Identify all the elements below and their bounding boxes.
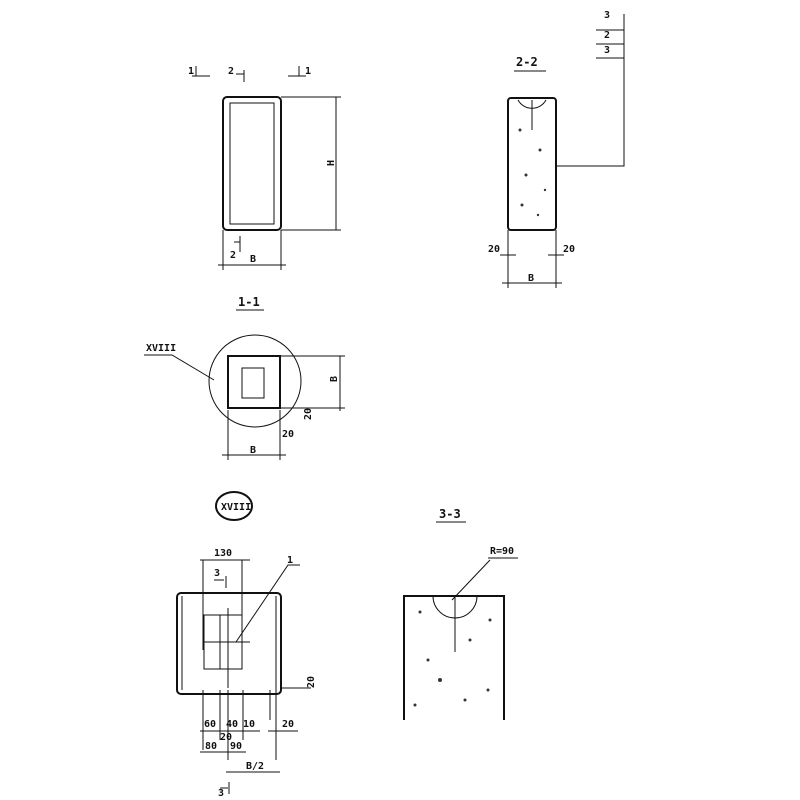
offset-20-a: 20 — [282, 429, 294, 440]
section-mark-1-right: 1 — [305, 66, 311, 77]
width-label-2-2: B — [528, 273, 534, 284]
section-mark-3-top: 3 — [214, 568, 220, 579]
dim-20-right: 20 — [306, 676, 317, 688]
cover-right-20: 20 — [563, 244, 575, 255]
width-label: B — [250, 254, 256, 265]
width-label-1-1: B — [250, 445, 256, 456]
item-1: 1 — [287, 555, 293, 566]
callout-xviii: XVIII — [146, 343, 176, 354]
radius-label: R=90 — [490, 546, 514, 557]
section-mark-2-bottom: 2 — [230, 250, 236, 261]
offset-20-b: 20 — [303, 408, 314, 420]
section-2-2-title: 2-2 — [516, 55, 538, 69]
section-1-1-title: 1-1 — [238, 295, 260, 309]
dim-130: 130 — [214, 548, 232, 559]
dim-80: 80 — [205, 741, 217, 752]
depth-label: B — [329, 376, 340, 382]
dim-20-bottom: 20 — [282, 719, 294, 730]
dim-40: 40 — [226, 719, 238, 730]
cover-left-20: 20 — [488, 244, 500, 255]
dim-10: 10 — [243, 719, 255, 730]
height-label: H — [326, 160, 337, 166]
layer-3: 3 — [604, 45, 610, 56]
section-mark-3-bottom: 3 — [218, 788, 224, 799]
dim-20-center: 20 — [220, 732, 232, 743]
section-1-1: 1-1 XVIII B B 20 20 — [144, 295, 345, 460]
detail-xviii-title: XVIII — [221, 502, 251, 513]
dim-60: 60 — [204, 719, 216, 730]
elevation-view: 1 2 1 H B 2 — [188, 66, 341, 270]
dim-90: 90 — [230, 741, 242, 752]
section-mark-1-left: 1 — [188, 66, 194, 77]
detail-xviii: XVIII 130 1 3 20 60 40 10 20 80 90 20 B/… — [176, 491, 317, 799]
dim-b-half: B/2 — [246, 761, 264, 772]
section-3-3-title: 3-3 — [439, 507, 461, 521]
section-3-3: 3-3 R=90 — [403, 507, 518, 720]
section-2-2: 2-2 3 2 3 20 20 B — [488, 10, 625, 288]
layer-1: 3 — [604, 10, 610, 21]
section-mark-2: 2 — [228, 66, 234, 77]
layer-2: 2 — [604, 30, 610, 41]
